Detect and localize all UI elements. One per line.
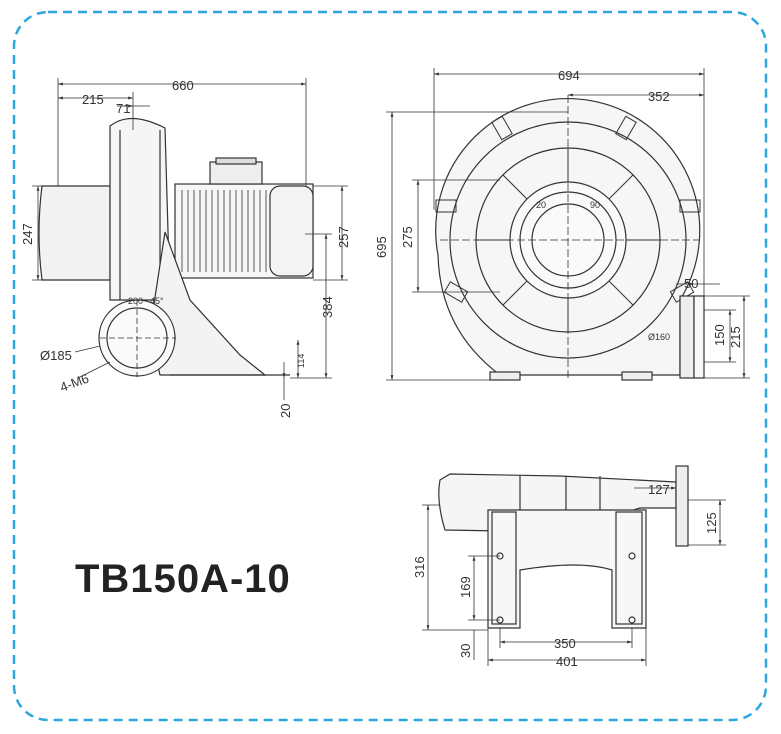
front-view <box>435 95 705 381</box>
dim-motor-dia: 257 <box>336 226 351 248</box>
dim-overall-width: 694 <box>558 68 580 83</box>
dim-outlet-offset: 50 <box>684 276 698 291</box>
dim-hole-edge: 30 <box>458 644 473 658</box>
dashed-frame <box>12 10 768 722</box>
dim-outlet-outer: 215 <box>728 326 743 348</box>
dim-base-offset: 114 <box>296 354 306 368</box>
dim-angle-a: 20 <box>536 200 546 210</box>
dim-bolt-spec: 4-M6 <box>58 371 91 395</box>
dim-flange-width: 125 <box>704 512 719 534</box>
dim-overall-height: 695 <box>374 236 389 258</box>
dim-base-width: 401 <box>556 654 578 669</box>
dim-flange-thick: 71 <box>116 101 130 116</box>
dim-flange-offset: 127 <box>648 482 670 497</box>
dim-hole-spacing-x: 350 <box>554 636 576 651</box>
side-view <box>38 117 314 377</box>
dim-overall-length: 660 <box>172 78 194 93</box>
dim-hole-spacing-y: 169 <box>458 576 473 598</box>
dim-inlet-offset: 215 <box>82 92 104 107</box>
dim-angle-b: 90 <box>590 200 600 210</box>
dim-base-depth: 316 <box>412 556 427 578</box>
dim-center-height: 275 <box>400 226 415 248</box>
dim-motor-height: 247 <box>20 223 35 245</box>
dim-shaft-height: 384 <box>320 296 335 318</box>
dim-bolt-circle-a: 200 <box>128 296 143 306</box>
model-title: TB150A-10 <box>75 557 291 601</box>
dim-inlet-dia: Ø185 <box>40 348 72 363</box>
dim-outlet-inner: 150 <box>712 324 727 346</box>
dim-half-width: 352 <box>648 89 670 104</box>
bottom-view <box>438 465 689 629</box>
dim-bolt-circle-b: 45° <box>150 296 164 306</box>
dim-base-thick: 20 <box>278 404 293 418</box>
dim-outlet-dia: Ø160 <box>648 332 670 342</box>
